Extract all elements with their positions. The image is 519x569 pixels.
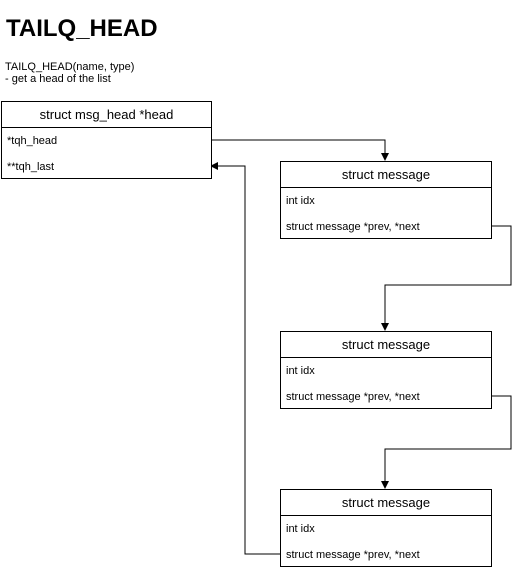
message-struct-box: struct message int idx struct message *p…: [280, 489, 492, 567]
description-signature: TAILQ_HEAD(name, type): [5, 61, 135, 73]
page-title: TAILQ_HEAD: [6, 15, 158, 42]
message-1-next-arrow: [381, 225, 512, 331]
message-struct-header: struct message: [281, 490, 491, 516]
description-summary: - get a head of the list: [5, 73, 111, 85]
description: TAILQ_HEAD(name, type) - get a head of t…: [5, 61, 134, 85]
message-struct-box: struct message int idx struct message *p…: [280, 161, 492, 239]
tqh-last-field: **tqh_last: [7, 161, 55, 173]
message-struct-header: struct message: [281, 332, 491, 358]
message-links-field: struct message *prev, *next: [286, 391, 420, 403]
message-links-field: struct message *prev, *next: [286, 221, 420, 233]
message-struct-box: struct message int idx struct message *p…: [280, 331, 492, 409]
message-2-next-arrow: [381, 395, 512, 489]
head-struct-box: struct msg_head *head *tqh_head **tqh_la…: [1, 101, 212, 179]
tqh-last-arrow: [210, 162, 281, 555]
tqh-head-arrow: [211, 139, 389, 161]
tqh-head-field: *tqh_head: [7, 135, 58, 147]
head-struct-header: struct msg_head *head: [2, 102, 211, 128]
message-idx-field: int idx: [286, 523, 315, 535]
message-idx-field: int idx: [286, 195, 315, 207]
message-idx-field: int idx: [286, 365, 315, 377]
message-links-field: struct message *prev, *next: [286, 549, 420, 561]
message-struct-header: struct message: [281, 162, 491, 188]
